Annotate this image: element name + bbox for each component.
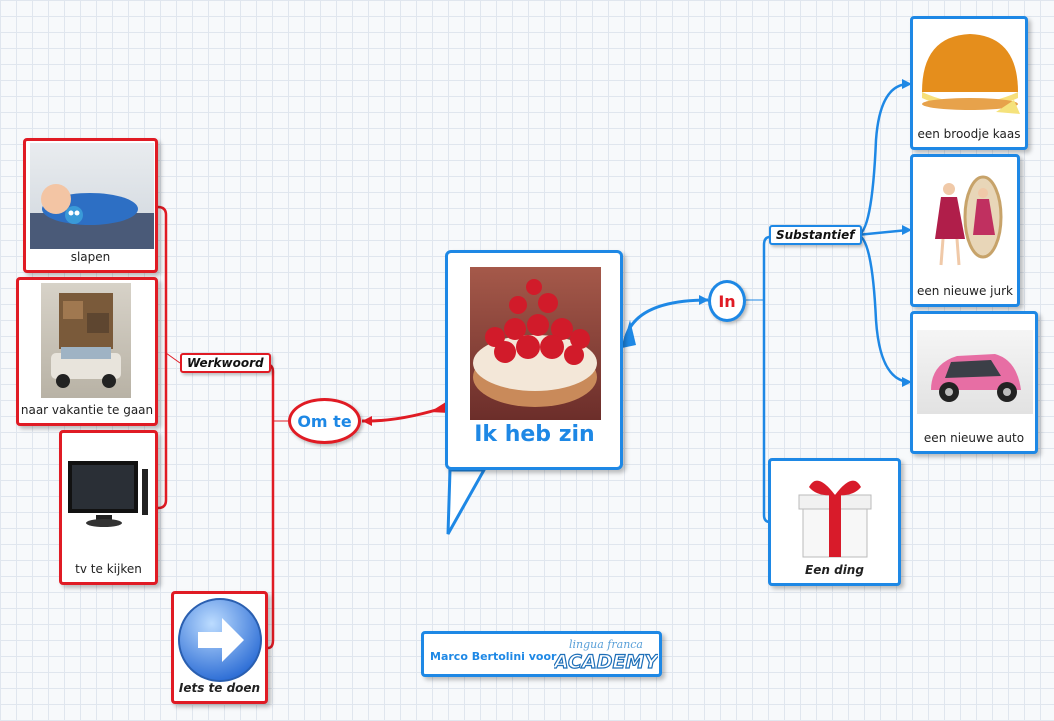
caption-iets-te-doen: Iets te doen xyxy=(178,681,261,695)
svg-text:ACADEMY: ACADEMY xyxy=(554,651,658,673)
flat-tv-photo xyxy=(66,453,154,543)
caption-tv: tv te kijken xyxy=(75,562,142,576)
node-iets-te-doen[interactable]: Iets te doen xyxy=(171,591,268,704)
node-nieuwe-jurk[interactable]: een nieuwe jurk xyxy=(910,154,1020,307)
pink-car-photo xyxy=(917,330,1033,414)
node-slapen[interactable]: slapen xyxy=(23,138,158,273)
cheese-sandwich-photo xyxy=(916,22,1024,122)
credit-author: Marco Bertolini voor xyxy=(430,650,557,663)
central-speech-tail xyxy=(446,468,487,535)
overloaded-car-photo xyxy=(41,283,131,398)
credit-box: Marco Bertolini voor lingua franca ACADE… xyxy=(421,631,662,677)
central-node[interactable] xyxy=(445,250,623,470)
lingua-franca-academy-logo: lingua franca ACADEMY xyxy=(551,636,661,678)
central-title: Ik heb zin xyxy=(474,422,595,447)
node-tv[interactable]: tv te kijken xyxy=(59,430,158,585)
svg-text:lingua franca: lingua franca xyxy=(569,638,643,651)
connector-in[interactable]: In xyxy=(708,280,746,322)
node-vakantie[interactable]: naar vakantie te gaan xyxy=(16,277,158,426)
gift-box-icon xyxy=(787,465,883,561)
node-een-ding[interactable]: Een ding xyxy=(768,458,901,586)
connector-om-te[interactable]: Om te xyxy=(288,398,361,444)
dress-mirror-photo xyxy=(921,169,1013,277)
node-nieuwe-auto[interactable]: een nieuwe auto xyxy=(910,311,1038,454)
strawberry-cake-photo xyxy=(470,267,601,420)
caption-vakantie: naar vakantie te gaan xyxy=(20,403,154,417)
caption-broodje-kaas: een broodje kaas xyxy=(917,127,1021,141)
caption-slapen: slapen xyxy=(70,250,111,264)
label-substantief[interactable]: Substantief xyxy=(769,225,862,245)
sleeping-baby-photo xyxy=(30,143,154,249)
node-broodje-kaas[interactable]: een broodje kaas xyxy=(910,16,1028,150)
label-werkwoord[interactable]: Werkwoord xyxy=(180,353,271,373)
arrow-right-icon xyxy=(176,596,264,684)
caption-een-ding: Een ding xyxy=(805,563,864,577)
caption-nieuwe-jurk: een nieuwe jurk xyxy=(917,284,1013,298)
caption-nieuwe-auto: een nieuwe auto xyxy=(923,431,1025,445)
